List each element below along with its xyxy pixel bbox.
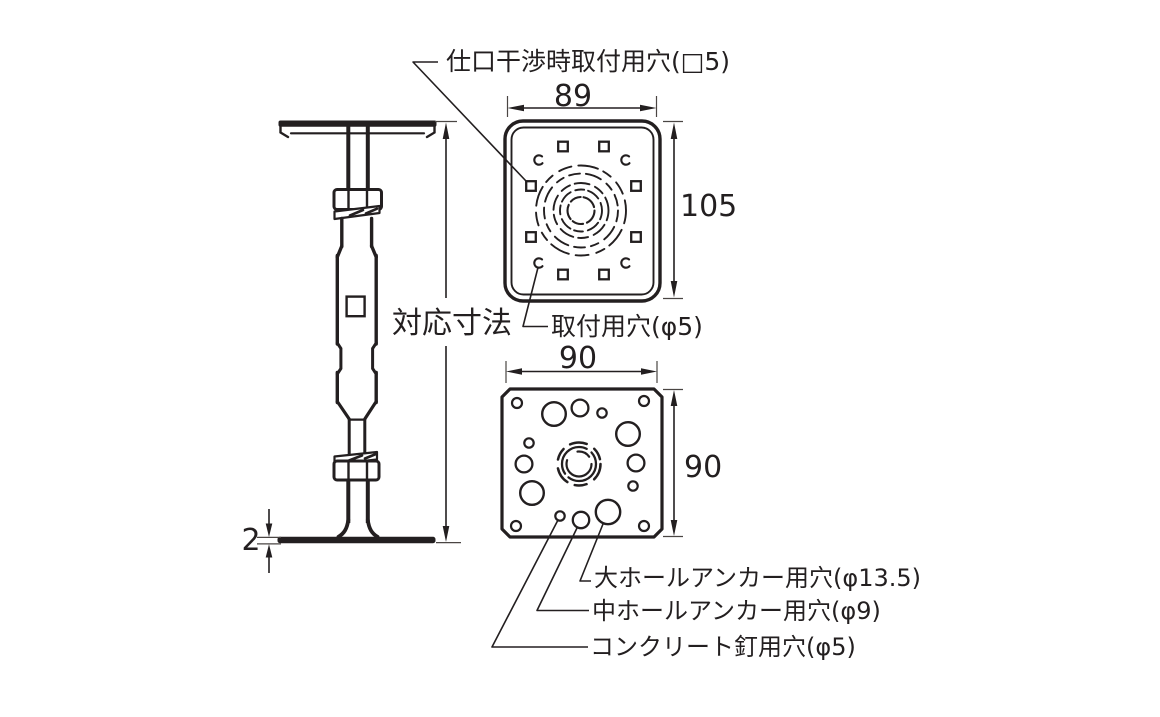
medium-anchor-hole-callout: 中ホールアンカー用穴(φ9)	[536, 527, 881, 625]
bottom-plate-outline	[500, 387, 664, 539]
top-plate-view	[503, 119, 662, 303]
side-top-plate	[278, 120, 437, 139]
base-thickness-value: 2	[241, 523, 260, 558]
bottom-plate-view	[500, 387, 664, 539]
mount-hole-label: 取付用穴(φ5)	[551, 312, 703, 341]
side-view	[277, 120, 437, 544]
medium-anchor-hole-label: 中ホールアンカー用穴(φ9)	[592, 597, 881, 625]
top-plate-mount-holes	[533, 154, 632, 269]
interference-hole-label: 仕口干渉時取付用穴(□5)	[446, 47, 730, 76]
top-plate-width-dimension: 89	[506, 79, 658, 117]
interference-hole-callout: 仕口干渉時取付用穴(□5)	[412, 47, 730, 182]
top-plate-square-holes	[525, 140, 642, 281]
base-thickness-dimension: 2	[241, 509, 281, 573]
bottom-plate-height-value: 90	[684, 450, 722, 485]
bottom-plate-large-holes	[519, 401, 642, 526]
concrete-nail-hole-label: コンクリート釘用穴(φ5)	[590, 633, 856, 661]
large-anchor-hole-callout: 大ホールアンカー用穴(φ13.5)	[579, 523, 921, 592]
bottom-plate-medium-holes	[514, 398, 646, 530]
mount-hole-callout: 取付用穴(φ5)	[522, 267, 703, 341]
bottom-plate-corner-holes	[509, 394, 651, 533]
side-outer-tube	[335, 216, 378, 421]
bottom-plate-small-holes	[523, 407, 639, 522]
bottom-plate-height-dimension: 90	[663, 388, 722, 538]
tube-square-hole	[345, 295, 366, 318]
large-anchor-hole-label: 大ホールアンカー用穴(φ13.5)	[594, 564, 921, 592]
span-dim-label: 対応寸法	[392, 306, 512, 341]
side-lower-assembly	[332, 418, 381, 539]
top-plate-outline	[503, 119, 662, 303]
span-dimension: 対応寸法	[392, 120, 512, 544]
bottom-plate-center-rings	[556, 441, 602, 487]
side-upper-rod	[346, 126, 370, 191]
top-plate-height-value: 105	[680, 189, 737, 224]
bottom-plate-width-value: 90	[559, 341, 597, 376]
top-plate-inner-outline	[510, 126, 655, 296]
concrete-nail-hole-callout: コンクリート釘用穴(φ5)	[491, 519, 856, 661]
top-plate-width-value: 89	[554, 79, 592, 114]
bottom-plate-width-dimension: 90	[505, 341, 658, 383]
top-plate-concentric-rings	[535, 164, 627, 257]
side-base-plate	[277, 536, 436, 544]
side-upper-nut	[332, 188, 383, 221]
top-plate-height-dimension: 105	[663, 120, 737, 300]
